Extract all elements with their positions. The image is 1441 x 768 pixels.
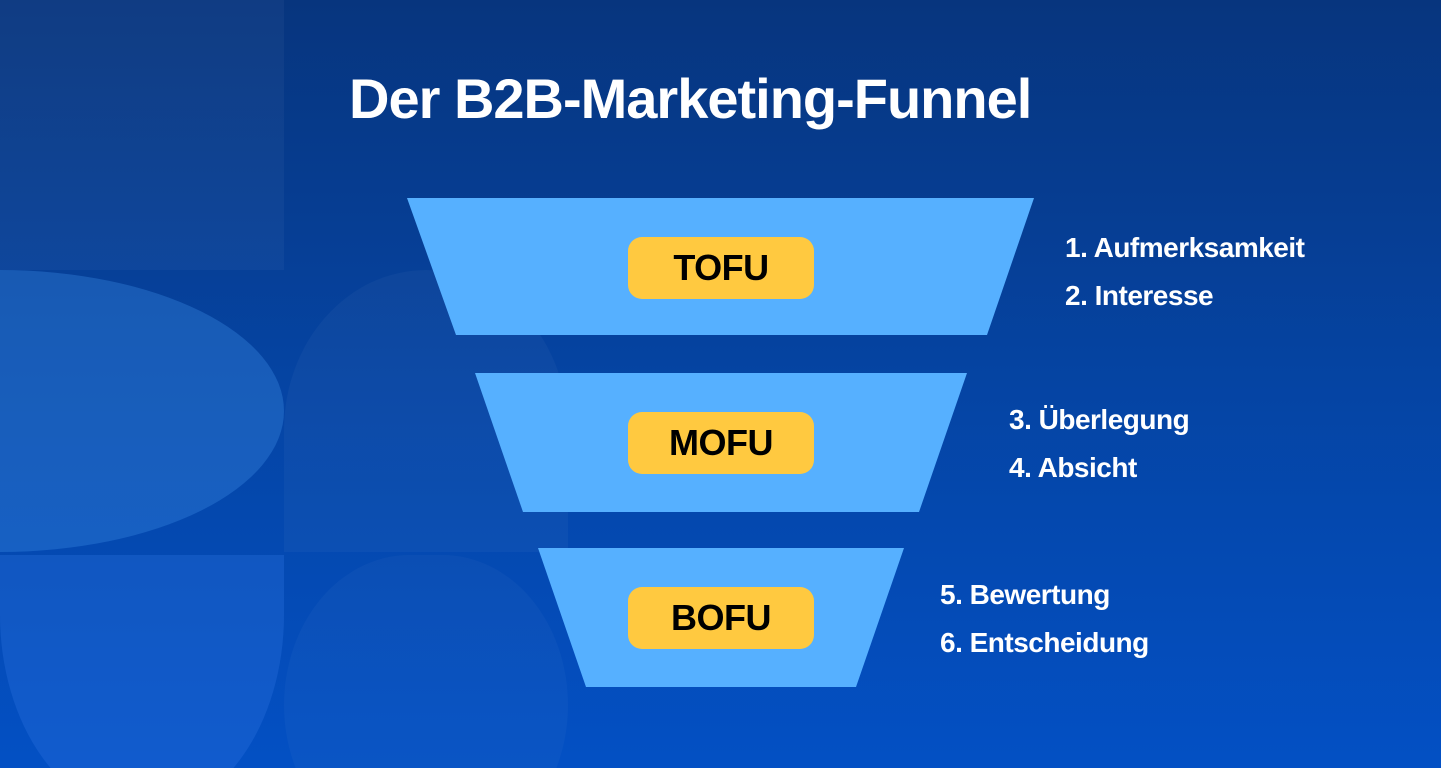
stage-label: 6. Entscheidung [940, 627, 1149, 658]
stage-label: 4. Absicht [1009, 452, 1137, 483]
page-title: Der B2B-Marketing-Funnel [349, 67, 1032, 130]
stage-list-tofu: 1. Aufmerksamkeit 2. Interesse [1065, 224, 1305, 320]
stage-list-bofu: 5. Bewertung 6. Entscheidung [940, 571, 1149, 667]
stage-label: 2. Interesse [1065, 280, 1214, 311]
badge-mofu: MOFU [628, 412, 814, 474]
stage-label: 1. Aufmerksamkeit [1065, 232, 1305, 263]
badge-tofu: TOFU [628, 237, 814, 299]
stage-label: 5. Bewertung [940, 579, 1110, 610]
stage-list-mofu: 3. Überlegung 4. Absicht [1009, 396, 1190, 492]
bg-shape-top-left [0, 0, 284, 270]
badge-bofu: BOFU [628, 587, 814, 649]
stage-label: 3. Überlegung [1009, 404, 1190, 435]
bg-shape-bottom-left [0, 555, 284, 768]
